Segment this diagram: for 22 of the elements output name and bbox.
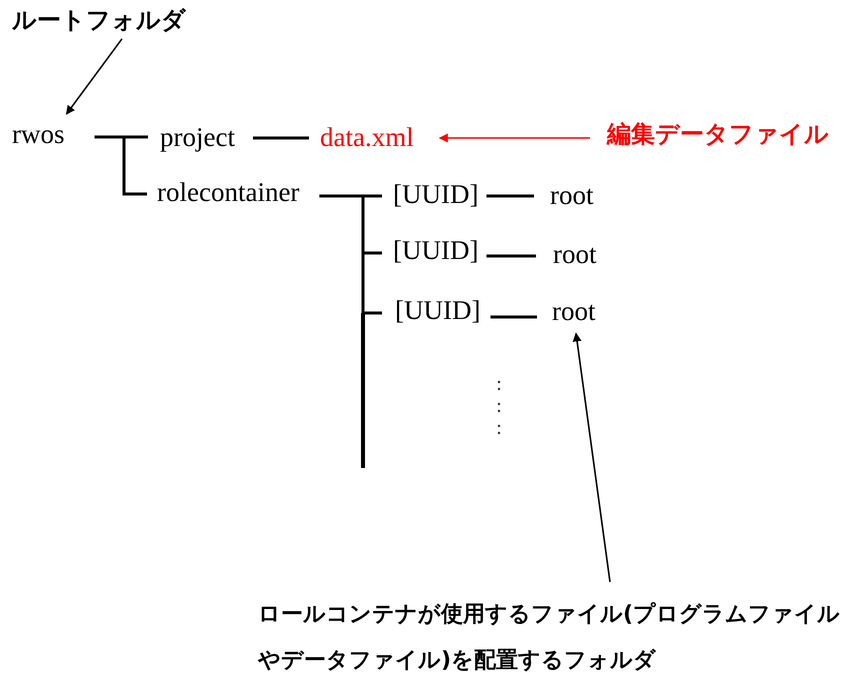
tree-line [486,194,534,198]
arrow [438,134,590,142]
tree-line [252,136,309,140]
tree-line [490,316,537,318]
tree-line [486,254,536,258]
folder-name: [UUID] [393,234,478,266]
folder-name: [UUID] [395,294,480,326]
folder-name: rwos [12,118,64,150]
folder-name: root [553,238,596,270]
folder-name: project [160,121,235,154]
tree-line [319,194,382,314]
folder-name: root [552,295,596,328]
tree-line [94,136,147,196]
folder-name: rolecontainer [157,176,300,208]
file-name: data.xml [320,121,414,154]
arrow [66,38,123,115]
file-label: 編集データファイル [607,120,829,149]
folder-label: ルートフォルダ [12,6,186,35]
arrow [572,332,611,582]
annotation-text: ロールコンテナが使用するファイル(プログラムファイルやデータファイル)を配置するフォルダ [258,592,858,677]
folder-name: [UUID] [393,178,478,210]
folder-name: root [550,179,594,212]
